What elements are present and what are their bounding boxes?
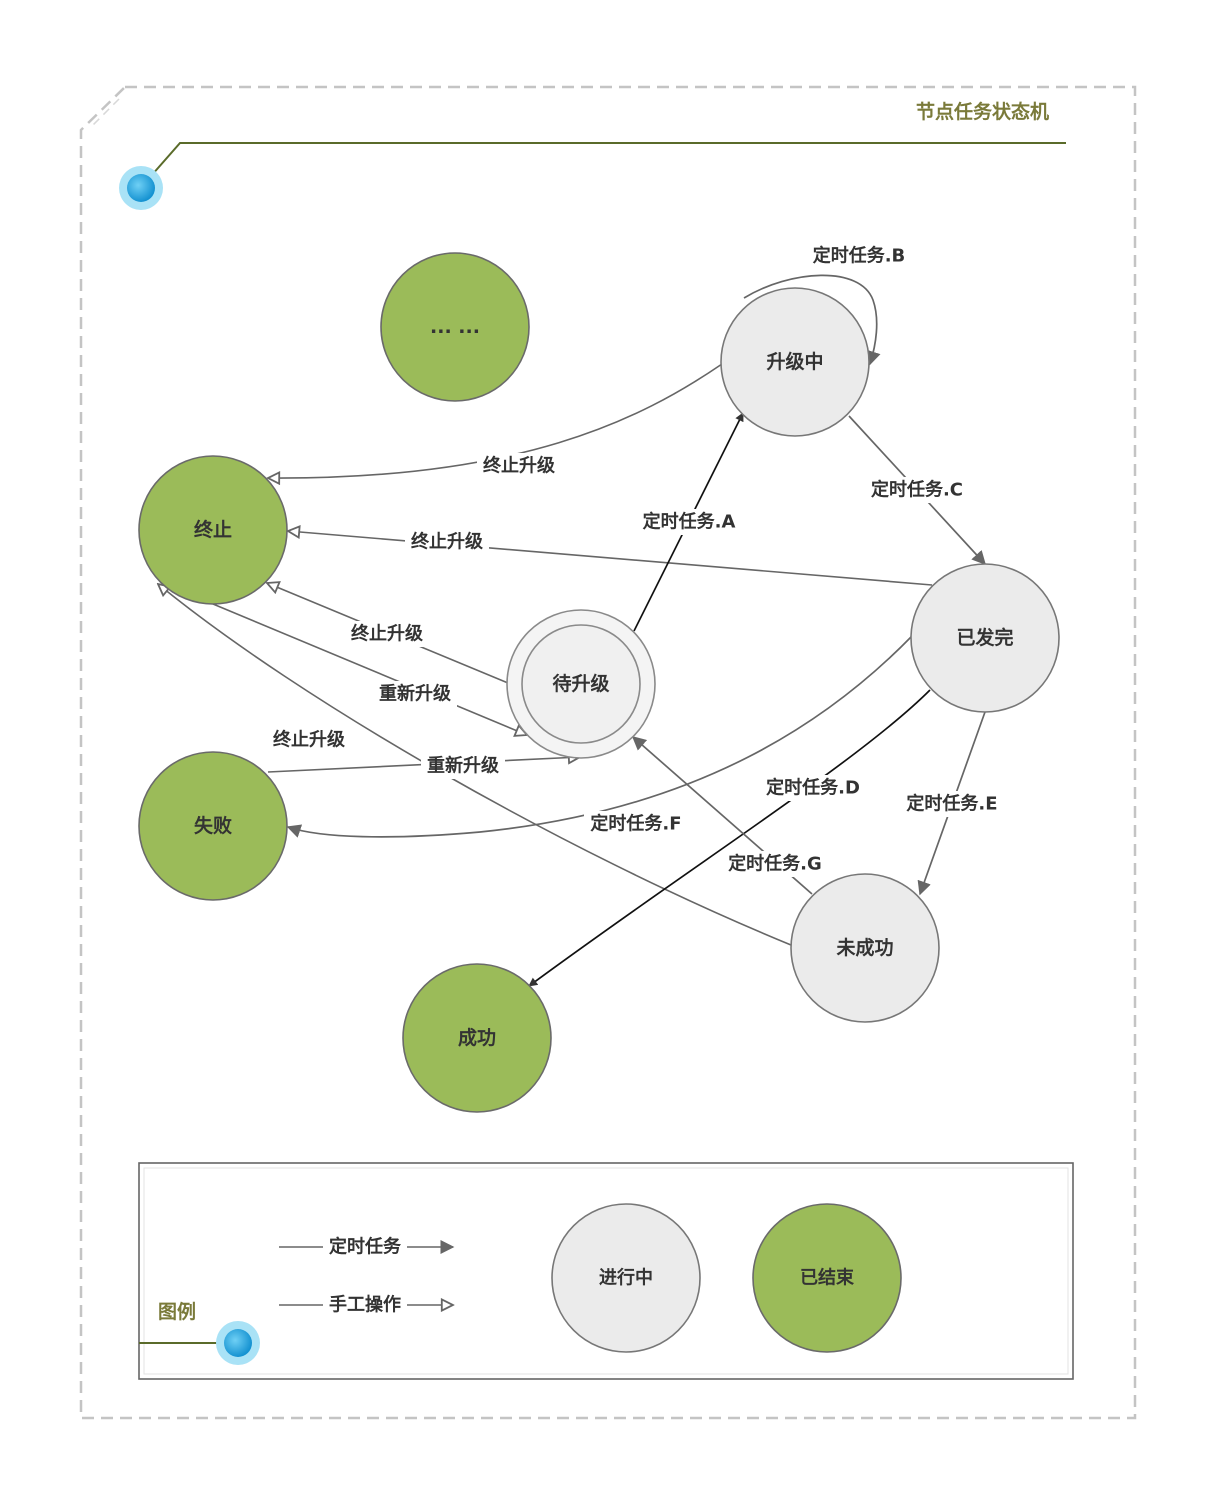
edge-upgrading-terminated	[268, 363, 723, 478]
edges-manual	[158, 363, 933, 946]
legend-manual-label: 手工操作	[329, 1294, 401, 1316]
edge-label-e: 定时任务.E	[900, 791, 1004, 817]
edge-label-d: 定时任务.D	[761, 775, 865, 801]
edge-label-f: 定时任务.F	[584, 811, 688, 837]
legend-active-label: 进行中	[599, 1267, 653, 1289]
node-unsuccessful-label: 未成功	[835, 936, 893, 959]
title-accent-line	[150, 142, 1066, 177]
edge-label-m5-text: 终止升级	[273, 729, 346, 751]
legend-box-inner	[143, 1167, 1069, 1375]
edge-label-m4-text: 重新升级	[379, 683, 452, 705]
node-upgrading-label: 升级中	[766, 350, 823, 373]
edge-label-d-text: 定时任务.D	[766, 777, 860, 799]
title-marker-icon	[119, 166, 163, 210]
node-failed-label: 失败	[194, 814, 232, 837]
diagram-title: 节点任务状态机	[916, 100, 1049, 123]
edge-label-m2-text: 终止升级	[411, 531, 484, 553]
edge-dispatched-terminated	[288, 531, 933, 586]
edge-label-m2: 终止升级	[405, 529, 489, 555]
edge-label-m4: 重新升级	[373, 681, 457, 707]
node-dispatched-label: 已发完	[956, 626, 1013, 649]
node-pending[interactable]: 待升级	[506, 609, 656, 759]
edge-label-b-text: 定时任务.B	[813, 245, 906, 267]
edge-dispatched-success	[528, 689, 931, 987]
edge-labels: 定时任务.A 定时任务.B 定时任务.C 定时任务.D 定时任务.E 定时任务.…	[267, 243, 1004, 877]
edge-label-c-text: 定时任务.C	[871, 479, 963, 501]
node-success-label: 成功	[458, 1026, 496, 1049]
edge-label-m6-text: 重新升级	[427, 755, 500, 777]
edge-label-f-text: 定时任务.F	[590, 813, 681, 835]
node-upgrading[interactable]: 升级中	[720, 287, 870, 437]
node-failed[interactable]: 失败	[138, 751, 288, 901]
edge-label-c: 定时任务.C	[865, 477, 969, 503]
edge-label-m3: 终止升级	[345, 621, 429, 647]
edge-label-b: 定时任务.B	[807, 243, 911, 269]
legend-timer-label: 定时任务	[329, 1236, 402, 1258]
legend-title: 图例	[158, 1300, 196, 1323]
edge-dispatched-failed	[286, 635, 913, 838]
edge-label-g-text: 定时任务.G	[728, 853, 822, 875]
legend-active-swatch	[551, 1203, 701, 1353]
node-terminated-label: 终止	[194, 518, 232, 541]
edge-label-m3-text: 终止升级	[351, 623, 424, 645]
edge-label-m1-text: 终止升级	[483, 455, 556, 477]
node-ellipsis[interactable]: ... ...	[380, 252, 530, 402]
legend: 定时任务 手工操作 进行中 已结束 图例	[138, 1162, 1074, 1380]
edge-label-a-text: 定时任务.A	[643, 511, 736, 533]
outer-frame-inner-corner	[92, 98, 120, 126]
legend-done-label: 已结束	[800, 1267, 855, 1289]
edge-label-m1: 终止升级	[477, 453, 561, 479]
legend-done-swatch	[752, 1203, 902, 1353]
node-pending-label: 待升级	[552, 672, 609, 695]
edge-label-a: 定时任务.A	[637, 509, 741, 535]
edge-upgrading-self	[743, 274, 881, 366]
node-ellipsis-label: ... ...	[430, 316, 480, 338]
edge-label-m6: 重新升级	[421, 753, 505, 779]
edge-label-m5: 终止升级	[267, 727, 351, 753]
edge-label-e-text: 定时任务.E	[906, 793, 997, 815]
edge-label-g: 定时任务.G	[723, 851, 827, 877]
node-terminated[interactable]: 终止	[138, 455, 288, 605]
outer-frame	[79, 85, 1137, 1420]
edge-terminated-pending	[212, 603, 527, 735]
legend-marker-icon	[216, 1321, 260, 1365]
node-dispatched[interactable]: 已发完	[910, 563, 1060, 713]
node-success[interactable]: 成功	[402, 963, 552, 1113]
node-unsuccessful[interactable]: 未成功	[790, 873, 940, 1023]
